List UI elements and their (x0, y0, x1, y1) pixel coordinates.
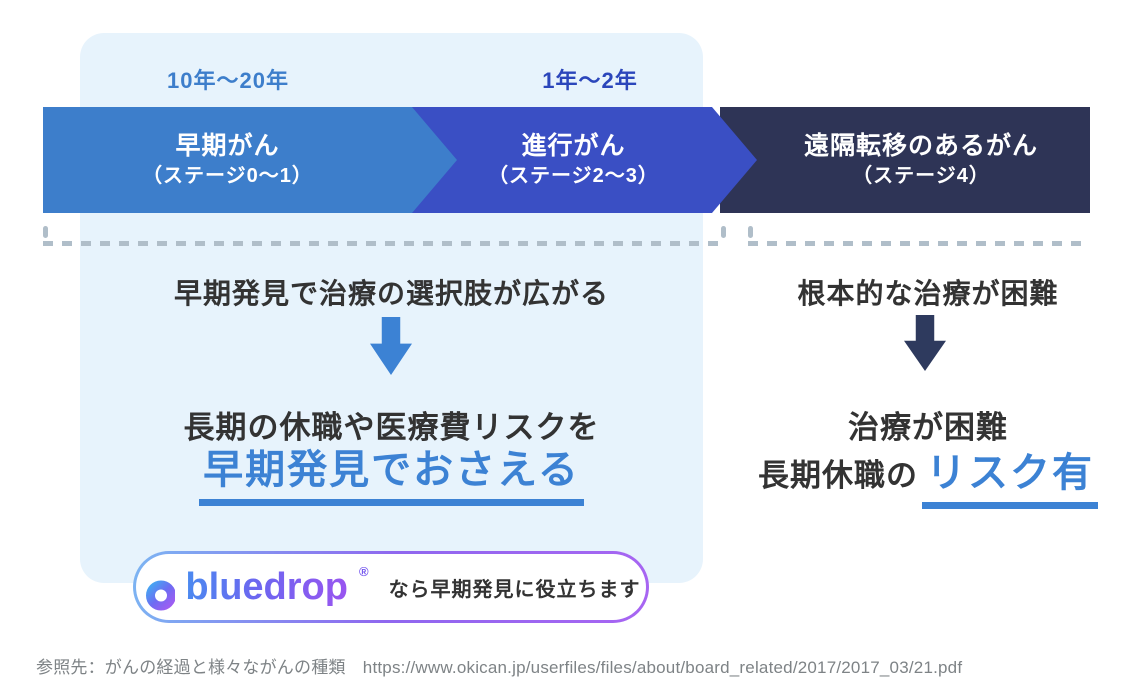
right-line2-prefix: 長期休職の (758, 458, 918, 493)
brand-tagline: なら早期発見に役立ちます (388, 578, 641, 601)
left-headline: 早期発見で治療の選択肢が広がる (173, 278, 609, 309)
right-headline: 根本的な治療が困難 (797, 278, 1059, 309)
left-emphasis-text: 早期発見でおさえる (199, 450, 584, 506)
stage3-title: 遠隔転移のあるがん (803, 132, 1038, 160)
brand-pill: bluedrop ® なら早期発見に役立ちます (133, 551, 649, 623)
bracket2-start-tick (748, 226, 753, 238)
stage3-subtitle: （ステージ4） (852, 165, 990, 187)
bluedrop-logo-icon (145, 565, 176, 610)
stage2-band: 進行がん （ステージ2〜3） (400, 107, 757, 213)
down-arrow-icon (904, 315, 946, 371)
stage1-subtitle: （ステージ0〜1） (142, 165, 313, 187)
bracket1-start-tick (43, 226, 48, 238)
stage1-band: 早期がん （ステージ0〜1） (43, 107, 457, 213)
bracket1-end-tick (721, 226, 726, 238)
citation-footer: 参照先：がんの経過と様々ながんの種類 https://www.okican.jp… (36, 658, 963, 677)
right-line2: 長期休職の リスク有 (748, 450, 1108, 509)
stage3-band: 遠隔転移のあるがん （ステージ4） (720, 107, 1090, 213)
left-risk-line: 長期の休職や医療費リスクを (183, 410, 600, 445)
stage2-title: 進行がん (521, 132, 626, 160)
left-emphasis-wrap: 早期発見でおさえる (80, 450, 703, 506)
stage1-duration-label: 10年〜20年 (167, 68, 289, 93)
right-line1: 治療が困難 (848, 410, 1008, 445)
registered-trademark-mark: ® (358, 564, 369, 579)
bracket1-dashed-line (43, 241, 726, 246)
bracket2-dashed-line (748, 241, 1090, 246)
stage1-title: 早期がん (175, 132, 280, 160)
stage2-subtitle: （ステージ2〜3） (488, 165, 659, 187)
stage2-duration-label: 1年〜2年 (542, 68, 638, 93)
right-line2-emphasis: リスク有 (922, 453, 1098, 509)
bluedrop-wordmark: bluedrop (185, 566, 348, 608)
